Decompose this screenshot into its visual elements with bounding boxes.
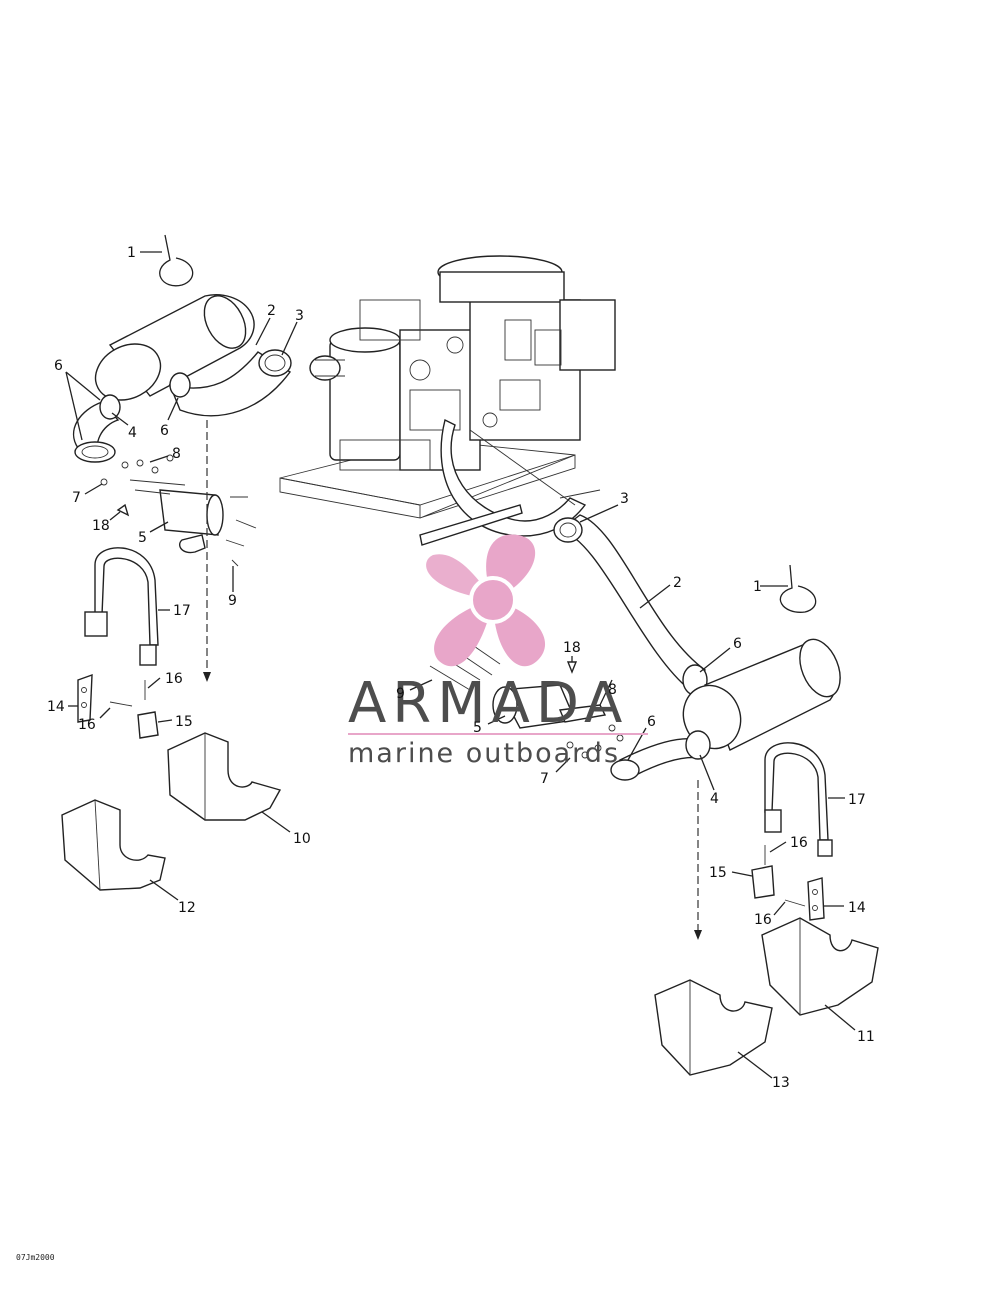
right-foam-block-11 [761, 917, 879, 1016]
left-muffler [94, 294, 255, 401]
left-foam-block-12 [61, 799, 166, 891]
callout-17: 17 [173, 603, 191, 619]
callout-7: 7 [72, 490, 81, 506]
callout-17: 17 [848, 792, 866, 808]
callout-14: 14 [848, 900, 866, 916]
callout-18: 18 [92, 518, 110, 534]
callout-6: 6 [160, 423, 169, 439]
right-mount-hardware [751, 845, 825, 921]
right-foam-block-13 [654, 979, 773, 1076]
callout-11: 11 [857, 1029, 875, 1045]
callout-16: 16 [165, 671, 183, 687]
callout-18: 18 [563, 640, 581, 656]
callout-1: 1 [127, 245, 136, 261]
callout-2: 2 [267, 303, 276, 319]
callout-6: 6 [733, 636, 742, 652]
drawing-code: 07Jm2000 [16, 1253, 55, 1262]
callout-6: 6 [54, 358, 63, 374]
callout-3: 3 [620, 491, 629, 507]
callout-4: 4 [710, 791, 719, 807]
left-manifold [100, 454, 257, 567]
callout-3: 3 [295, 308, 304, 324]
callout-6: 6 [647, 714, 656, 730]
callout-12: 12 [178, 900, 196, 916]
callout-1: 1 [753, 579, 762, 595]
armada-logo: ARMADA marine outboards [348, 534, 648, 769]
right-bracket-strap [764, 742, 833, 857]
callout-9: 9 [396, 686, 405, 702]
right-hose [553, 514, 708, 696]
callout-2: 2 [673, 575, 682, 591]
callout-16: 16 [790, 835, 808, 851]
leader-lines [65, 251, 856, 1079]
watermark-title: ARMADA [348, 671, 628, 736]
callout-15: 15 [175, 714, 193, 730]
assembly-arrows [203, 420, 702, 940]
callout-8: 8 [172, 446, 181, 462]
callout-5: 5 [473, 720, 482, 736]
right-muffler [610, 638, 841, 781]
left-hose [72, 349, 292, 463]
right-cable-tie [779, 564, 817, 613]
left-foam-block-10 [167, 732, 282, 821]
watermark-subtitle: marine outboards [348, 738, 620, 769]
callout-5: 5 [138, 530, 147, 546]
callout-13: 13 [772, 1075, 790, 1091]
callout-16: 16 [78, 717, 96, 733]
callout-9: 9 [228, 593, 237, 609]
engine-block [279, 255, 616, 546]
left-cable-tie [159, 234, 194, 287]
callout-labels: 1 2 3 6 4 6 8 7 18 5 9 17 16 14 16 15 10… [47, 245, 875, 1091]
left-mount-hardware [77, 673, 159, 739]
callout-16: 16 [754, 912, 772, 928]
propeller-icon [426, 534, 546, 667]
callout-4: 4 [128, 425, 137, 441]
callout-14: 14 [47, 699, 65, 715]
left-bracket-strap [84, 547, 159, 666]
callout-8: 8 [608, 682, 617, 698]
callout-15: 15 [709, 865, 727, 881]
callout-7: 7 [540, 771, 549, 787]
callout-10: 10 [293, 831, 311, 847]
